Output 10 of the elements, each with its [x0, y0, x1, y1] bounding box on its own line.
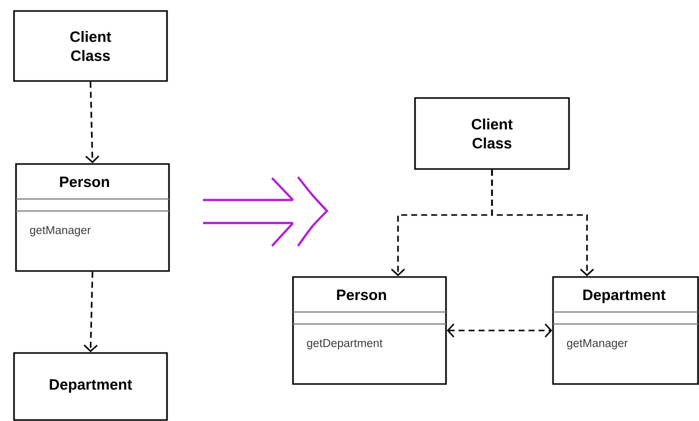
- arrow: [446, 324, 552, 338]
- class-box: Department: [13, 352, 168, 421]
- arrow: [85, 82, 100, 164]
- class-box: Client Class: [13, 10, 168, 82]
- class-box: Person getManager: [15, 163, 170, 272]
- class-box: Client Class: [414, 97, 570, 170]
- arrow: [491, 170, 594, 276]
- class-box: Department getManager: [552, 276, 699, 385]
- class-box: Person getDepartment: [292, 276, 447, 385]
- arrow: [84, 272, 98, 352]
